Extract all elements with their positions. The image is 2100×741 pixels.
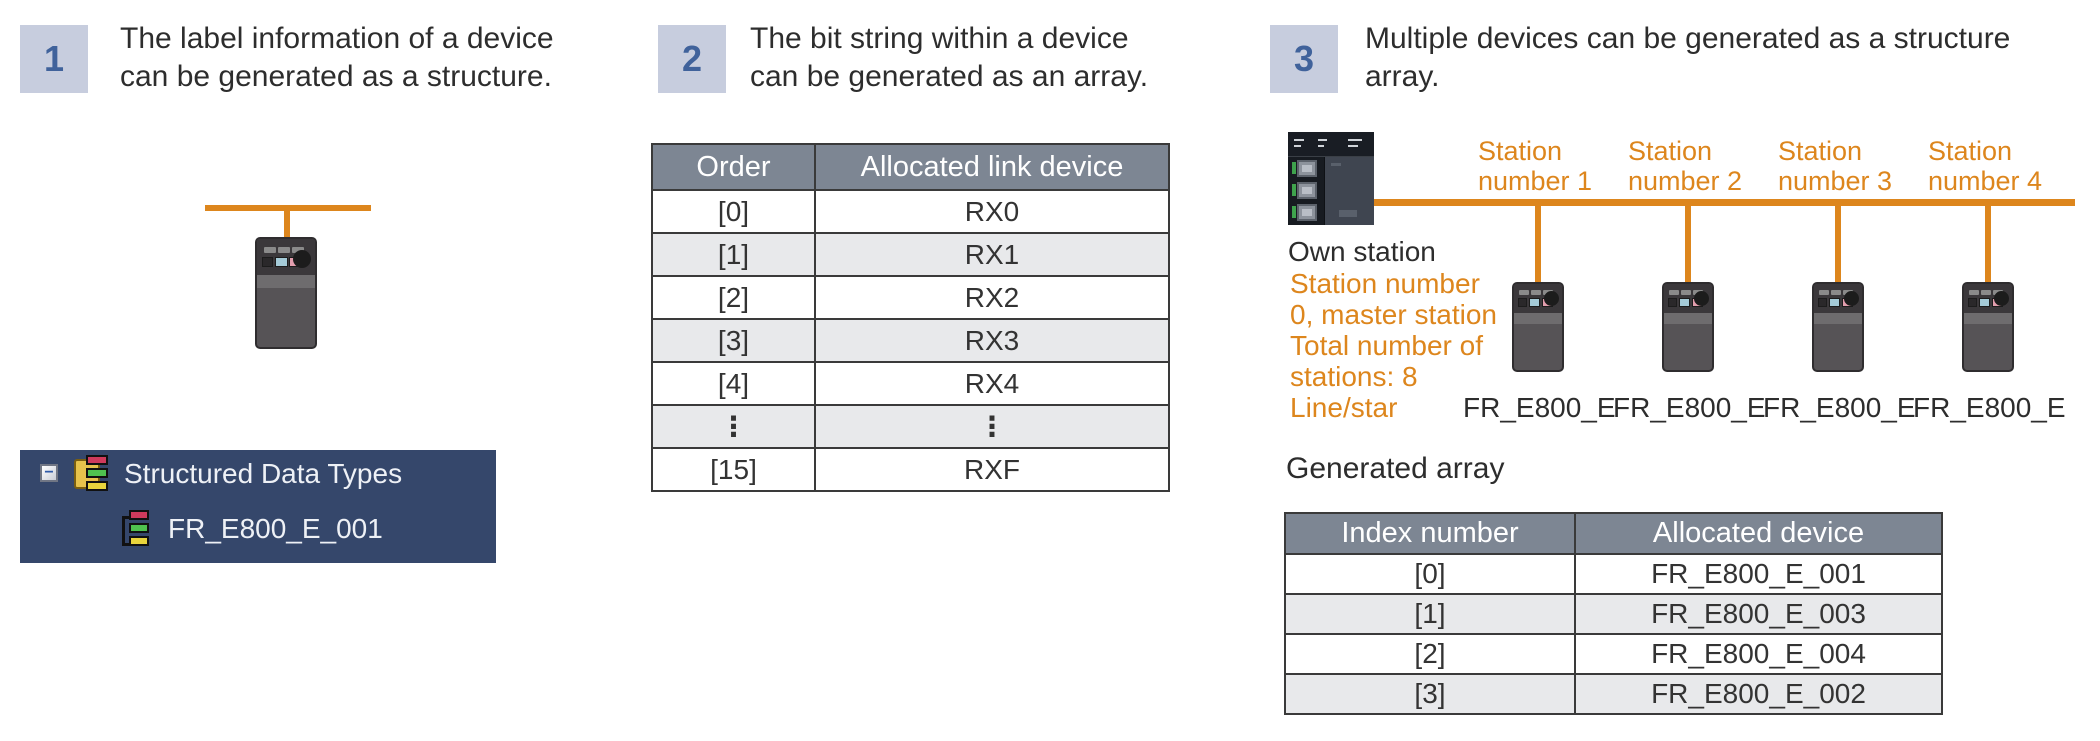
table-row: [2] RX2: [651, 275, 1170, 320]
own-station-label: Own station: [1288, 236, 1436, 267]
keypad-button: [278, 247, 290, 253]
icon-red-bar: [86, 455, 108, 465]
inverter-body-strip: [257, 275, 315, 288]
table-row: [0] RX0: [651, 189, 1170, 234]
device-label-3: FR_E800_E: [1763, 392, 1916, 423]
plc-top-panel: [1288, 132, 1374, 157]
table-row-ellipsis: ⋮ ⋮: [651, 404, 1170, 449]
inverter-keypad-panel: [1964, 284, 2012, 313]
station-1-drop-line: [1535, 199, 1541, 283]
keypad-button: [262, 257, 273, 267]
inverter-keypad-panel: [257, 239, 315, 275]
generated-array-title: Generated array: [1286, 452, 1505, 485]
step-1-caption-line2: can be generated as a structure.: [120, 60, 552, 93]
keypad-button-blue: [275, 257, 288, 267]
step-2-badge: 2: [658, 25, 726, 93]
inverter-device-station-4: [1962, 282, 2014, 372]
table-row: [3] FR_E800_E_002: [1284, 673, 1943, 715]
station-4-drop-line: [1985, 199, 1991, 283]
step-3-caption-line2: array.: [1365, 60, 1440, 93]
table-row: [2] FR_E800_E_004: [1284, 633, 1943, 675]
keypad-button-blue: [1529, 298, 1540, 307]
keypad-dial: [1694, 291, 1709, 306]
ethernet-port: [1297, 160, 1317, 177]
keypad-button-blue: [1829, 298, 1840, 307]
plc-master-station: [1288, 132, 1374, 225]
icon-red-bar: [129, 510, 149, 520]
step-2-caption-line2: can be generated as an array.: [750, 60, 1149, 93]
inverter-keypad-panel: [1514, 284, 1562, 313]
ethernet-port: [1297, 204, 1317, 221]
inverter-device-station-2: [1662, 282, 1714, 372]
device-label-1: FR_E800_E: [1463, 392, 1616, 423]
icon-green-bar: [129, 523, 149, 533]
table-header-row: Order Allocated link device: [651, 143, 1170, 191]
station-3-label: Station number 3: [1778, 136, 1893, 196]
inverter-device-station-1: [1512, 282, 1564, 372]
icon-yellow-bar: [129, 536, 149, 546]
plc-cpu-module: [1324, 157, 1374, 225]
icon-yellow-bar: [86, 481, 108, 491]
generated-array-table: Index number Allocated device [0] FR_E80…: [1284, 512, 1943, 715]
tree-collapse-icon[interactable]: −: [40, 464, 58, 482]
column-header-allocated-link-device: Allocated link device: [814, 143, 1170, 191]
icon-bracket: [122, 516, 131, 546]
table-row: [1] FR_E800_E_003: [1284, 593, 1943, 635]
column-header-index-number: Index number: [1284, 512, 1576, 555]
step-1-caption-line1: The label information of a device: [120, 22, 554, 55]
table-row: [0] FR_E800_E_001: [1284, 553, 1943, 595]
device-label-2: FR_E800_E: [1613, 392, 1766, 423]
step-3-caption: Multiple devices can be generated as a s…: [1365, 20, 2065, 96]
inverter-device-station-3: [1812, 282, 1864, 372]
structure-type-icon: [122, 510, 152, 550]
step-2-caption: The bit string within a device can be ge…: [750, 20, 1210, 96]
keypad-dial: [1544, 291, 1559, 306]
station-4-label: Station number 4: [1928, 136, 2043, 196]
table-row: [15] RXF: [651, 447, 1170, 492]
table-row: [3] RX3: [651, 318, 1170, 363]
station-2-label: Station number 2: [1628, 136, 1743, 196]
structured-data-types-tree: − Structured Data Types FR_E800_E_001: [20, 450, 496, 563]
master-station-info: Station number 0, master station Total n…: [1290, 268, 1497, 423]
table-row: [4] RX4: [651, 361, 1170, 406]
table-header-row: Index number Allocated device: [1284, 512, 1943, 555]
tree-child-item[interactable]: FR_E800_E_001: [168, 513, 383, 544]
bit-string-array-table: Order Allocated link device [0] RX0 [1] …: [651, 143, 1170, 492]
keypad-button-blue: [1979, 298, 1990, 307]
tree-root-item[interactable]: Structured Data Types: [124, 458, 403, 489]
inverter-keypad-panel: [1814, 284, 1862, 313]
step-3-caption-line1: Multiple devices can be generated as a s…: [1365, 22, 2011, 55]
inverter-device: [255, 237, 317, 349]
step-2-caption-line1: The bit string within a device: [750, 22, 1129, 55]
table-row: [1] RX1: [651, 232, 1170, 277]
column-header-allocated-device: Allocated device: [1574, 512, 1943, 555]
column-header-order: Order: [651, 143, 816, 191]
step-3-badge: 3: [1270, 25, 1338, 93]
device-label-4: FR_E800_E: [1913, 392, 2066, 423]
keypad-dial: [1844, 291, 1859, 306]
network-bus-line: [1374, 199, 2075, 206]
keypad-dial: [293, 250, 311, 268]
keypad-dial: [1994, 291, 2009, 306]
ethernet-port: [1297, 182, 1317, 199]
station-1-label: Station number 1: [1478, 136, 1593, 196]
plc-port-module: [1288, 157, 1324, 225]
step-1-badge: 1: [20, 25, 88, 93]
network-drop-line: [284, 205, 290, 239]
keypad-button-blue: [1679, 298, 1690, 307]
keypad-button: [264, 247, 276, 253]
inverter-keypad-panel: [1664, 284, 1712, 313]
station-2-drop-line: [1685, 199, 1691, 283]
structured-data-types-icon: [74, 455, 114, 493]
icon-green-bar: [86, 468, 108, 478]
station-3-drop-line: [1835, 199, 1841, 283]
step-1-caption: The label information of a device can be…: [120, 20, 600, 96]
